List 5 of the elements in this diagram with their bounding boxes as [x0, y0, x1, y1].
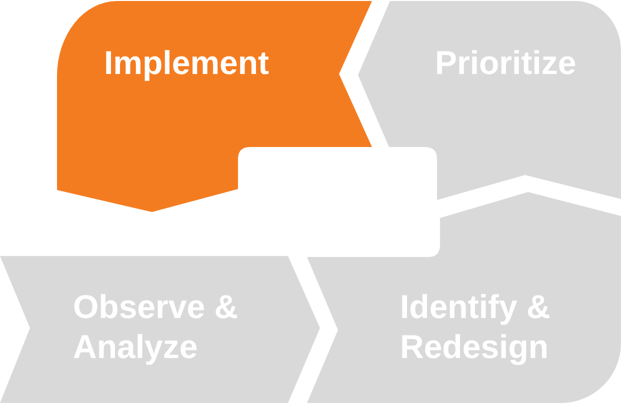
step-shape: [0, 256, 320, 403]
step-shape: [57, 1, 372, 213]
step-label: Implement: [104, 43, 270, 83]
step-shape: [358, 1, 622, 201]
step-shape: [307, 192, 621, 403]
